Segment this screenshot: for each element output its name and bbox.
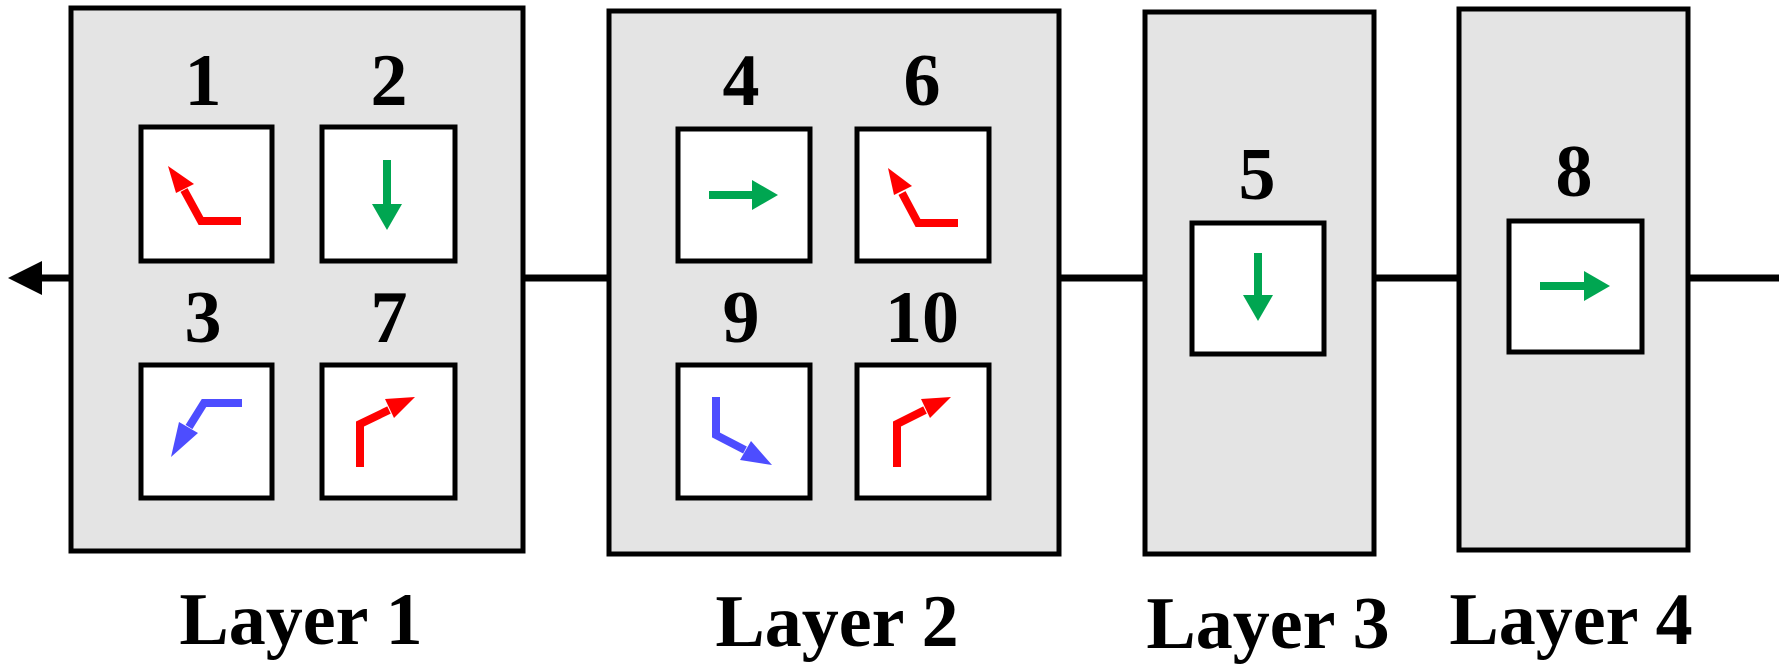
cell-number: 9 xyxy=(723,277,760,359)
cell-number: 2 xyxy=(371,40,408,122)
layer-3-label: Layer 3 xyxy=(1146,583,1389,665)
cell-number: 6 xyxy=(904,40,941,122)
turn-up-right-arrow-icon xyxy=(356,397,415,467)
cell-number: 10 xyxy=(885,277,959,359)
layer-2-label: Layer 2 xyxy=(715,581,958,663)
cell-number: 1 xyxy=(185,40,222,122)
layer-3-panel: 5 xyxy=(1142,9,1377,557)
right-arrow-icon xyxy=(1540,271,1610,301)
cell-number: 4 xyxy=(723,40,760,122)
cell-box xyxy=(138,362,275,501)
layer-4-label: Layer 4 xyxy=(1449,579,1692,661)
layer-4-panel: 8 xyxy=(1456,6,1691,553)
turn-up-right-arrow-icon xyxy=(893,397,951,467)
turn-up-left-arrow-icon xyxy=(888,168,958,227)
turn-up-left-arrow-icon xyxy=(168,166,241,225)
cell-box xyxy=(138,124,275,264)
cell-box xyxy=(319,362,458,501)
cell-number: 3 xyxy=(185,277,222,359)
turn-down-right-arrow-icon xyxy=(712,397,772,465)
layer-1-panel: 1 2 3 7 xyxy=(68,5,526,554)
layer-1-label: Layer 1 xyxy=(179,579,422,661)
turn-down-left-arrow-icon xyxy=(171,399,242,457)
layer-2-panel: 4 6 9 10 xyxy=(606,8,1062,557)
cell-number: 5 xyxy=(1239,134,1276,216)
cell-box xyxy=(854,362,992,501)
down-arrow-icon xyxy=(1243,253,1273,321)
down-arrow-icon xyxy=(372,160,402,230)
cell-box xyxy=(675,362,813,501)
cell-number: 7 xyxy=(371,277,408,359)
right-arrow-icon xyxy=(709,180,778,210)
cell-box xyxy=(854,126,992,264)
cell-number: 8 xyxy=(1556,131,1593,213)
left-arrowhead-icon xyxy=(8,261,42,295)
